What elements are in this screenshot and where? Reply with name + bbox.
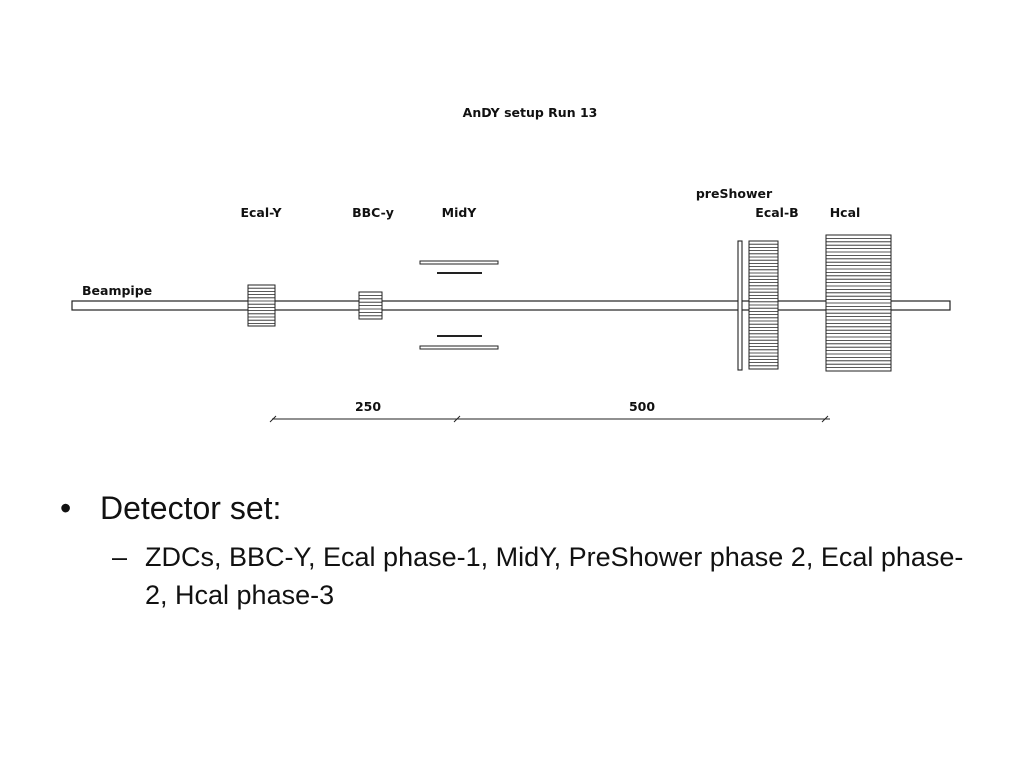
bullet-list: • Detector set: – ZDCs, BBC-Y, Ecal phas… bbox=[60, 488, 980, 614]
hcal-detector bbox=[825, 234, 892, 372]
sub-bullet-text: ZDCs, BBC-Y, Ecal phase-1, MidY, PreShow… bbox=[145, 542, 964, 610]
dimension-500: 500 bbox=[629, 399, 655, 414]
bullet-text: Detector set: bbox=[100, 490, 282, 526]
preshower-label: preShower bbox=[696, 186, 773, 201]
bullet-marker: • bbox=[60, 490, 72, 526]
hcal-label: Hcal bbox=[830, 205, 861, 220]
ecal-b-detector bbox=[748, 240, 779, 370]
beampipe-label: Beampipe bbox=[82, 283, 152, 298]
midy-label: MidY bbox=[442, 205, 478, 220]
sub-bullet-item: – ZDCs, BBC-Y, Ecal phase-1, MidY, PreSh… bbox=[112, 538, 980, 614]
diagram-title: AnDY setup Run 13 bbox=[463, 105, 598, 120]
beampipe bbox=[71, 300, 951, 311]
midy-detector bbox=[419, 260, 499, 350]
dimension-line bbox=[269, 415, 830, 423]
ecal-b-label: Ecal-B bbox=[755, 205, 798, 220]
bbc-y-detector bbox=[358, 291, 383, 320]
dimension-250: 250 bbox=[355, 399, 381, 414]
ecal-y-label: Ecal-Y bbox=[240, 205, 282, 220]
ecal-y-detector bbox=[247, 284, 276, 327]
preshower-detector bbox=[737, 240, 743, 371]
bullet-item: • Detector set: bbox=[60, 488, 980, 528]
sub-bullet-marker: – bbox=[112, 542, 128, 572]
bbc-y-label: BBC-y bbox=[352, 205, 394, 220]
detector-setup-diagram: AnDY setup Run 13 Beampipe Ecal-Y BBC-y … bbox=[71, 105, 951, 423]
